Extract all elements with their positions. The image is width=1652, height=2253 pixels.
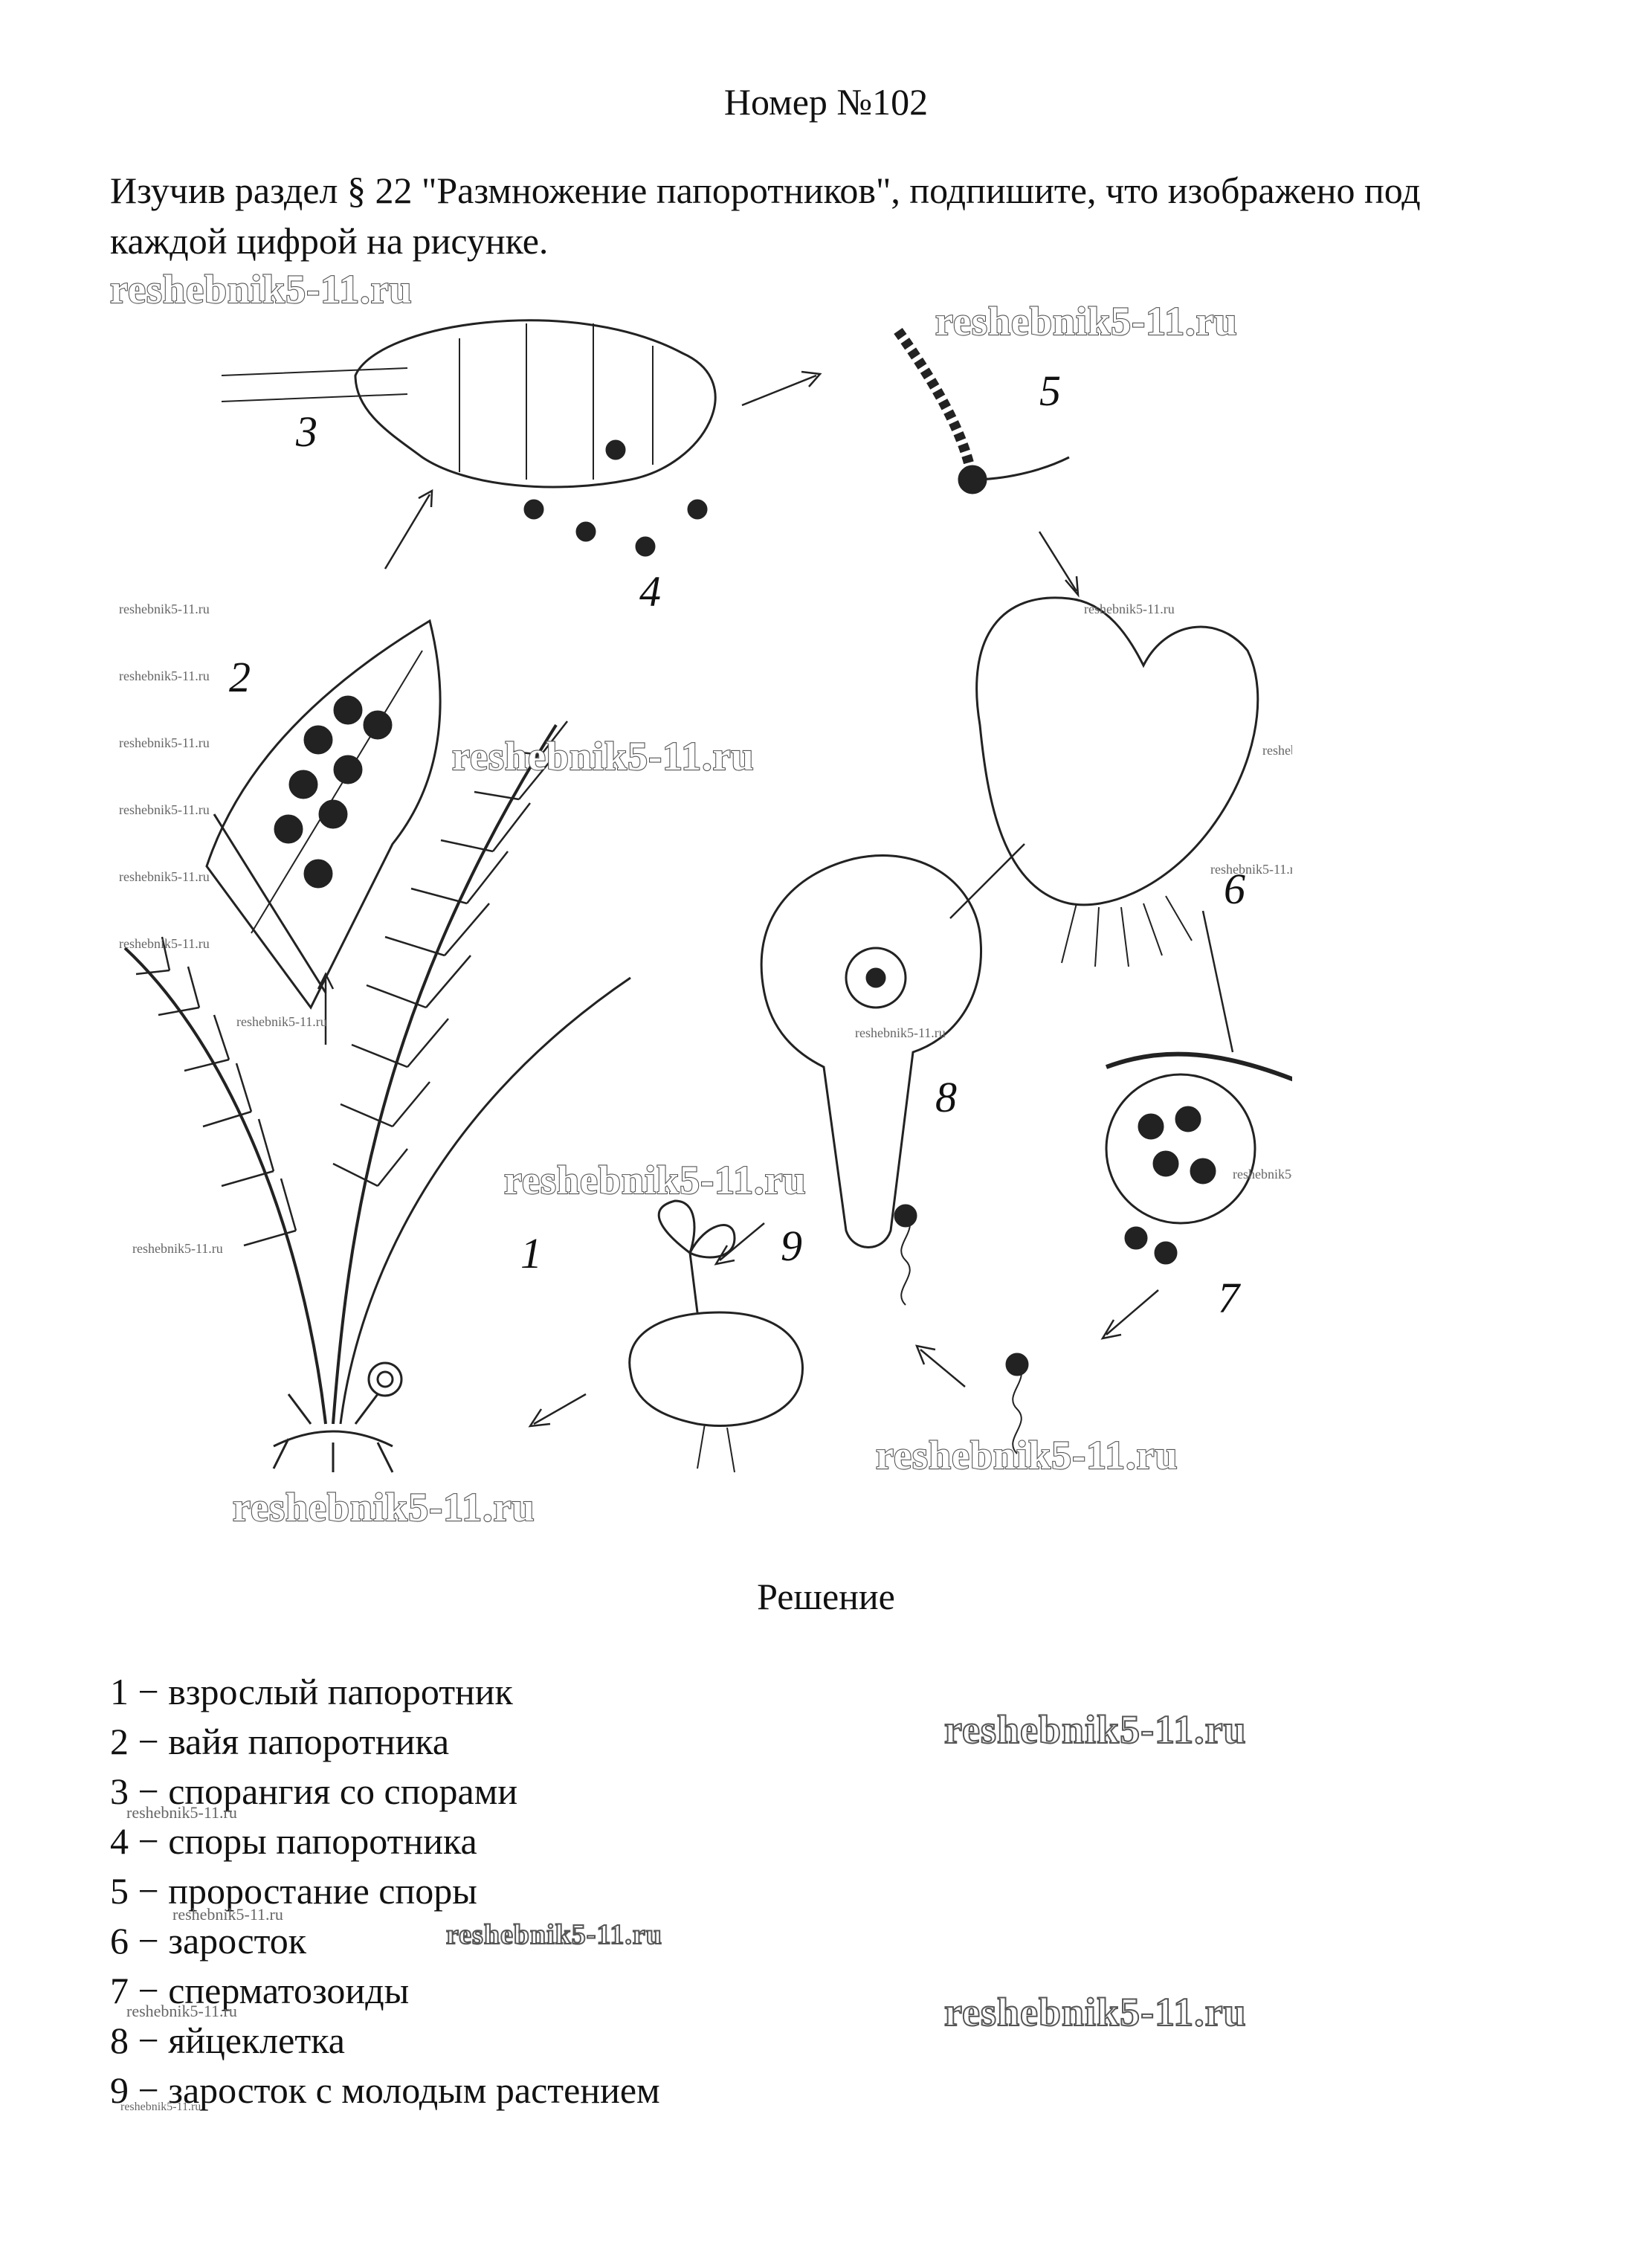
watermark-small: reshebnik5-11.ru (119, 602, 210, 616)
figure-label-1: 1 (520, 1229, 542, 1277)
answer-item-3: 3 − спорангия со спорами (110, 1770, 518, 1812)
watermark-small: reshebnik5-11.ru (119, 936, 210, 951)
sporangium-drawing (221, 319, 717, 489)
cycle-arrows (317, 370, 1234, 1428)
watermark: reshebnik5-11.ru (233, 1485, 535, 1530)
figure-label-5: 5 (1039, 367, 1061, 415)
watermark-small: reshebnik5-11.ru (1210, 862, 1292, 877)
answer-item-6: 6 − заросток (110, 1920, 307, 1962)
figure-label-2: 2 (229, 653, 251, 701)
watermark-small: reshebnik5-11.ru (126, 2002, 237, 2020)
answer-item-7: 7 − сперматозоиды (110, 1970, 410, 2011)
watermark: reshebnik5-11.ru (935, 299, 1238, 344)
figure-label-8: 8 (935, 1073, 957, 1121)
watermark-small: reshebnik5-11.ru (119, 668, 210, 683)
watermark-small: reshebnik5-11.ru (1084, 602, 1175, 616)
answer-item-4: 4 − споры папоротника (110, 1820, 477, 1862)
answer-item-9: 9 − заросток с молодым растением (110, 2069, 660, 2111)
watermark-small: reshebnik5-11.ru (119, 802, 210, 817)
fern-life-cycle-figure: 1 2 3 4 5 6 7 8 9 reshebnik5-11.ru reshe… (109, 264, 1353, 1532)
watermark-small: reshebnik5-11.ru (119, 735, 210, 750)
watermark-small: reshebnik5-11.ru (855, 1025, 946, 1040)
watermark: reshebnik5-11.ru (876, 1433, 1178, 1477)
task-text: Изучив раздел § 22 "Размножение папоротн… (110, 170, 1421, 262)
answer-item-1: 1 − взрослый папоротник (110, 1671, 513, 1712)
spores-drawing (523, 439, 708, 557)
figure-label-3: 3 (295, 407, 317, 456)
figure-label-9: 9 (781, 1222, 802, 1270)
adult-fern-drawing (123, 721, 631, 1473)
watermark: reshebnik5-11.ru (943, 1706, 1247, 1753)
watermark-small: reshebnik5-11.ru (236, 1014, 327, 1029)
watermark-small: reshebnik5-11.ru (1262, 743, 1292, 758)
answer-item-2: 2 − вайя папоротника (110, 1721, 450, 1762)
young-plant-drawing (628, 1199, 1029, 1473)
antheridium-drawing (1105, 1051, 1301, 1265)
germinating-spore-drawing (894, 327, 1070, 494)
watermark-small: reshebnik5-11.ru (119, 869, 210, 884)
watermark: reshebnik5-11.ru (504, 1158, 807, 1202)
watermark-small: reshebnik5-11.ru (172, 1905, 283, 1924)
answer-item-8: 8 − яйцеклетка (110, 2020, 345, 2061)
figure-label-7: 7 (1218, 1274, 1241, 1322)
watermark-small: reshebnik5-11.ru (120, 2101, 201, 2113)
prothallus-drawing (975, 596, 1259, 967)
watermark: reshebnik5-11.ru (445, 1918, 662, 1951)
watermark-small: reshebnik5-11.ru (132, 1241, 223, 1256)
watermark: reshebnik5-11.ru (110, 267, 413, 312)
watermark-small: reshebnik5-11.ru (126, 1803, 237, 1822)
figure-label-6: 6 (1224, 865, 1245, 913)
frond-with-sori-drawing (205, 619, 442, 1010)
answers-list: 1 − взрослый папоротник 2 − вайя папорот… (110, 1667, 660, 2115)
watermark: reshebnik5-11.ru (943, 1989, 1247, 2035)
solution-heading: Решение (757, 1576, 895, 1617)
watermark: reshebnik5-11.ru (452, 734, 755, 779)
page-title: Номер №102 (723, 81, 929, 123)
answer-item-5: 5 − проростание споры (110, 1870, 477, 1912)
archegonium-drawing (760, 854, 982, 1248)
figure-label-4: 4 (639, 567, 661, 616)
watermark-small: reshebnik5-11.ru (1233, 1167, 1292, 1182)
